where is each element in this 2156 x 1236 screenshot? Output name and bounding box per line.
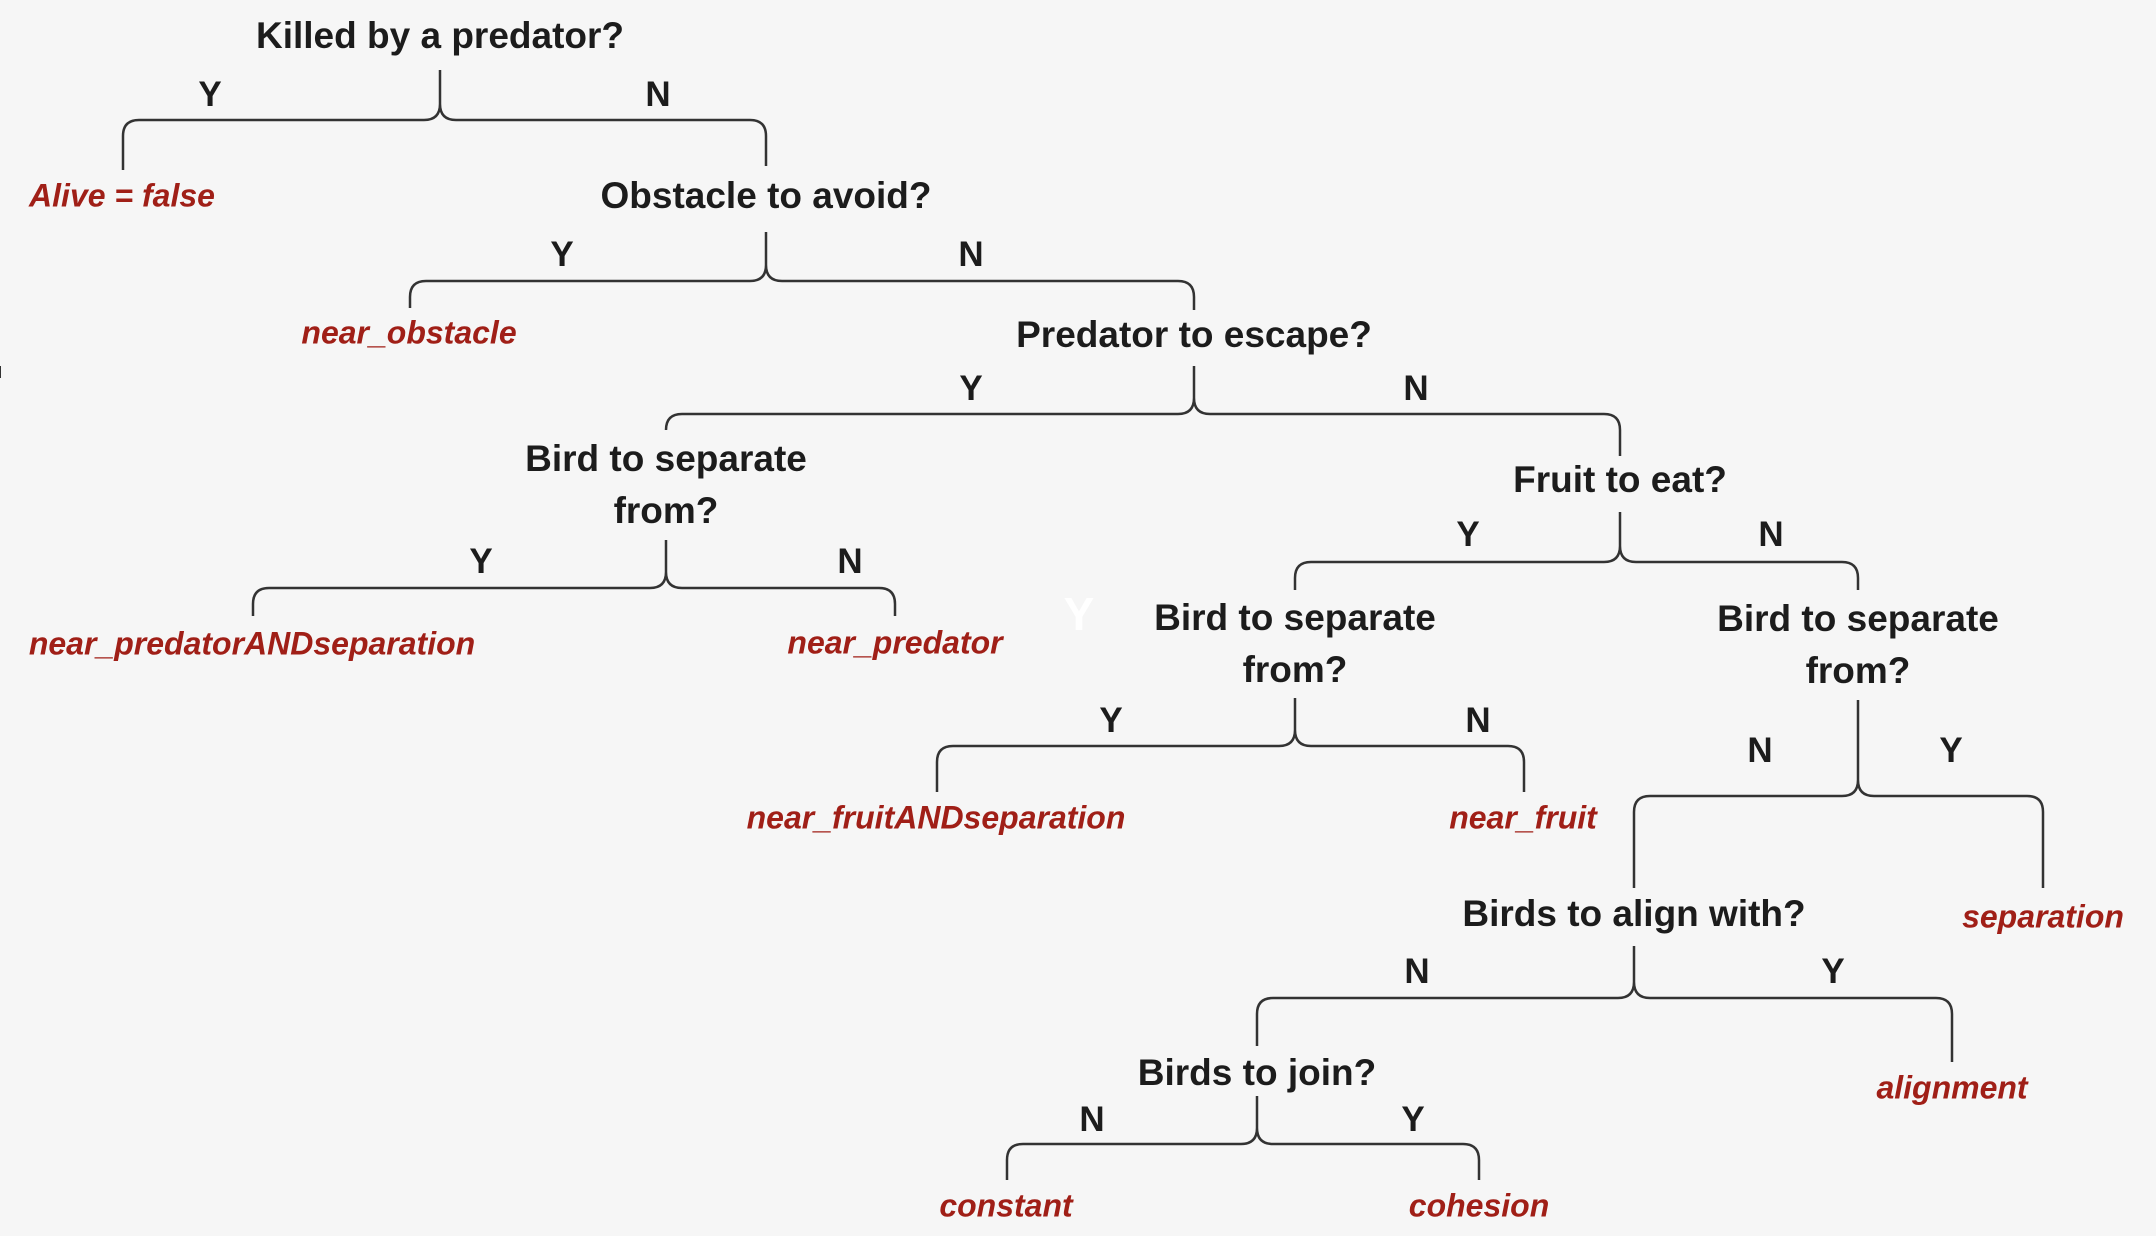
branch-label-no: N [1403,369,1429,408]
question-line-1: Bird to separate [525,438,807,480]
question-birds-to-align: Birds to align with? [1462,893,1806,935]
branch-label-no: N [1079,1100,1105,1139]
outcome-near-obstacle: near_obstacle [301,314,517,351]
question-predator-to-escape: Predator to escape? [1016,314,1372,356]
question-bird-to-separate-fruit: Bird to separate from? [1154,592,1436,696]
connector-q8 [1255,946,1954,1062]
question-line-1: Bird to separate [1154,597,1436,639]
outcome-alignment: alignment [1876,1069,2028,1106]
branch-label-yes: Y [1401,1100,1425,1139]
connector-q1 [121,70,768,170]
outcome-constant: constant [939,1187,1073,1224]
connector-q6 [935,698,1526,792]
branch-label-no: N [837,542,863,581]
outcome-near-fruit: near_fruit [1449,799,1597,836]
question-line-2: from? [613,490,719,531]
branch-label-yes: Y [469,542,493,581]
branch-label-yes: Y [959,369,983,408]
branch-label-yes-faint: Y [1063,588,1095,640]
question-line-2: from? [1805,650,1911,691]
question-line-2: from? [1242,649,1348,690]
question-bird-to-separate-no-fruit: Bird to separate from? [1717,593,1999,697]
connector-q9 [1005,1096,1481,1180]
outcome-alive-false: Alive = false [29,177,215,214]
question-killed-by-predator: Killed by a predator? [255,15,625,57]
outcome-near-predator-and-separation: near_predatorANDseparation [28,625,476,662]
branch-label-yes: Y [1939,731,1963,770]
connector-q7 [1632,700,2045,888]
branch-label-no: N [645,75,671,114]
edge-tick [0,366,1,378]
branch-label-yes: Y [1456,515,1480,554]
branch-label-yes: Y [198,75,222,114]
question-bird-to-separate-predator: Bird to separate from? [525,433,807,537]
outcome-cohesion: cohesion [1408,1187,1550,1224]
connector-q4 [251,540,897,616]
branch-label-yes: Y [1099,701,1123,740]
connector-q2 [408,232,1196,310]
question-obstacle-to-avoid: Obstacle to avoid? [600,175,932,217]
connector-q5 [1293,512,1860,590]
outcome-near-predator: near_predator [787,624,1003,661]
branch-label-no: N [1404,952,1430,991]
outcome-separation: separation [1962,898,2124,935]
branch-label-no: N [1465,701,1491,740]
outcome-near-fruit-and-separation: near_fruitANDseparation [746,799,1126,836]
question-birds-to-join: Birds to join? [1137,1052,1377,1094]
branch-label-yes: Y [550,235,574,274]
branch-label-no: N [1747,731,1773,770]
question-fruit-to-eat: Fruit to eat? [1513,459,1727,501]
branch-label-no: N [1758,515,1784,554]
connector-q3 [664,366,1622,456]
branch-label-yes: Y [1821,952,1845,991]
question-line-1: Bird to separate [1717,598,1999,640]
branch-label-no: N [958,235,984,274]
